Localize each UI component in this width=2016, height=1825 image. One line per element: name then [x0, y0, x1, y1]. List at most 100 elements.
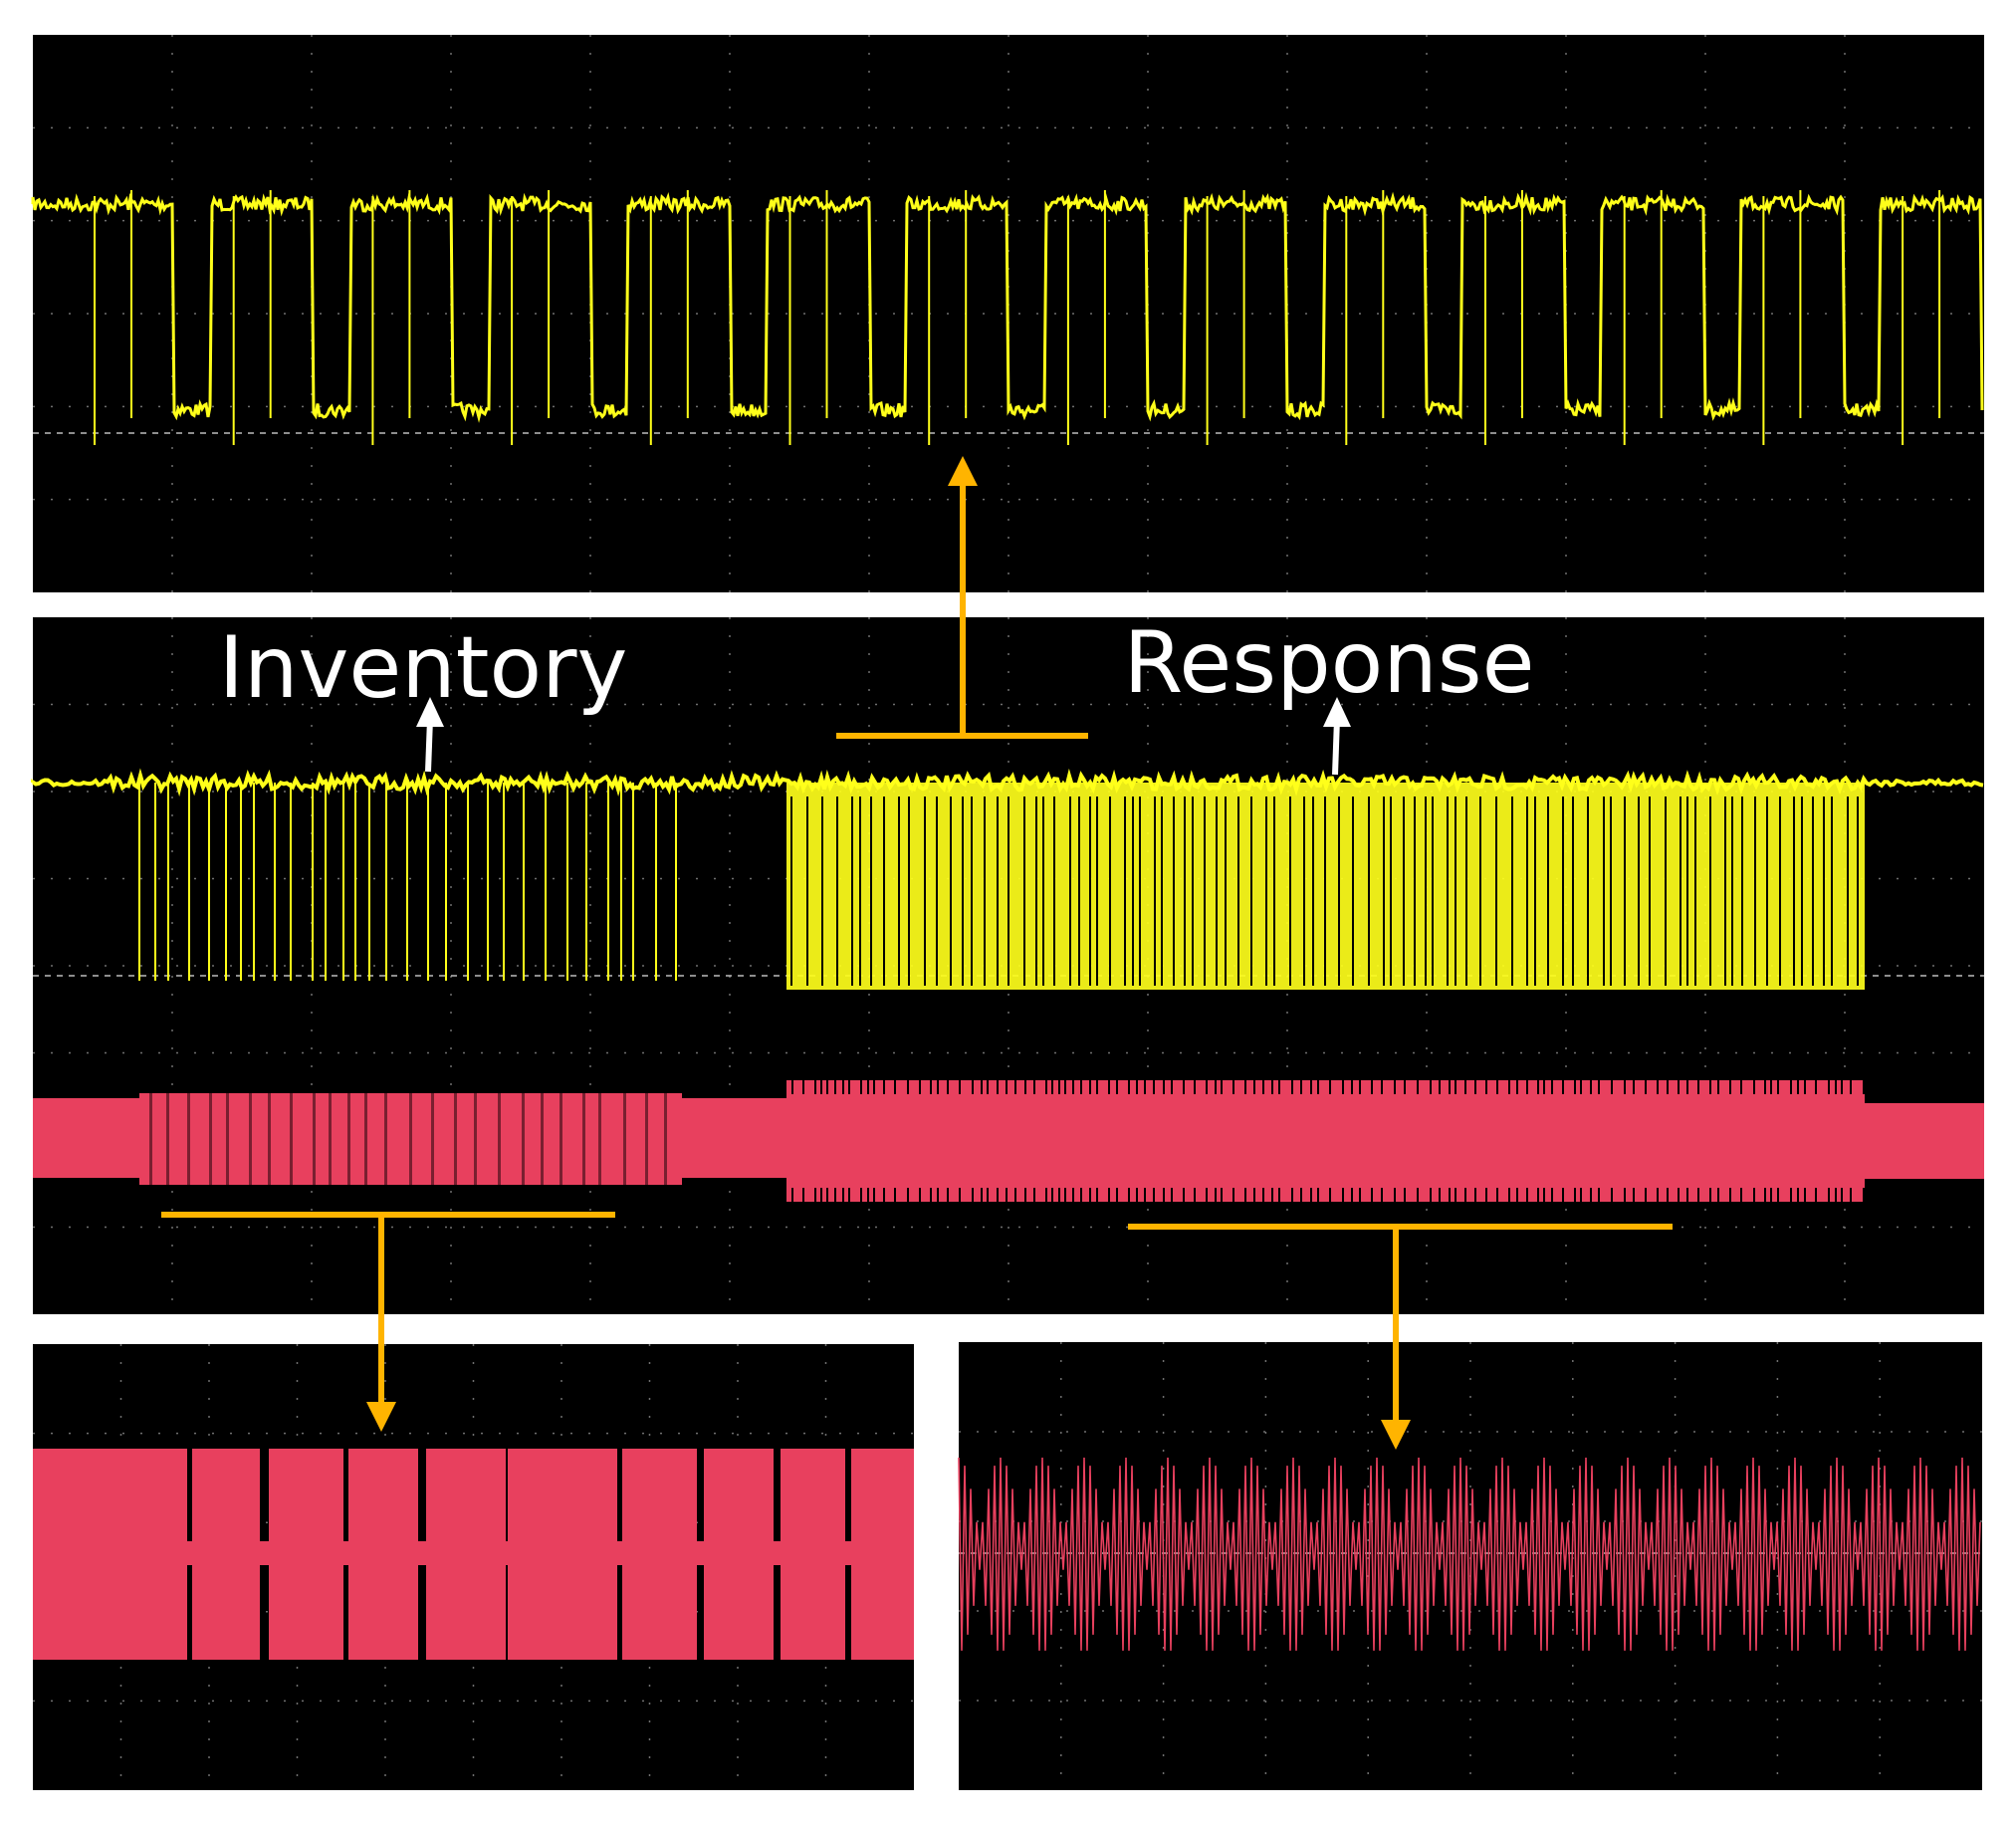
rf-modulation-top — [1590, 1080, 1592, 1094]
rf-modulation-top — [1006, 1080, 1008, 1094]
response-pointer-arrow — [1323, 697, 1351, 776]
rf-notch — [249, 1093, 252, 1185]
rf-modulation-bottom — [1072, 1188, 1074, 1202]
rf-modulation-top — [1678, 1080, 1680, 1094]
rf-modulation-bottom — [820, 1188, 822, 1202]
rf-modulation-top — [1633, 1080, 1635, 1094]
rf-modulation-bottom — [1089, 1188, 1091, 1202]
rf-modulation-bottom — [1598, 1188, 1600, 1202]
rf-modulation-top — [959, 1080, 961, 1094]
rf-modulation-bottom — [1310, 1188, 1312, 1202]
inventory-burst — [851, 1449, 914, 1660]
rf-modulation-top — [1262, 1080, 1264, 1094]
rf-modulation-top — [842, 1080, 844, 1094]
rf-modulation-top — [1014, 1080, 1016, 1094]
rf-modulation-bottom — [1033, 1188, 1035, 1202]
rf-modulation-bottom — [947, 1188, 949, 1202]
rf-modulation-bottom — [919, 1188, 921, 1202]
rf-modulation-top — [1543, 1080, 1545, 1094]
rf-modulation-bottom — [867, 1188, 869, 1202]
response-label: Response — [1123, 613, 1534, 713]
inventory-pointer-arrow — [416, 697, 444, 773]
rf-modulation-bottom — [1317, 1188, 1319, 1202]
main-panel: Inventory Response — [31, 613, 1984, 1314]
inventory-burst — [348, 1449, 418, 1660]
inventory-burst — [192, 1449, 260, 1660]
rf-modulation-bottom — [1351, 1188, 1353, 1202]
rf-envelope-response — [786, 1080, 1865, 1202]
rf-modulation-bottom — [1709, 1188, 1711, 1202]
rf-modulation-bottom — [1183, 1188, 1185, 1202]
rf-modulation-bottom — [1611, 1188, 1613, 1202]
rf-modulation-top — [1351, 1080, 1353, 1094]
rf-modulation-top — [1359, 1080, 1361, 1094]
rf-modulation-bottom — [1790, 1188, 1792, 1202]
rf-modulation-top — [1194, 1080, 1196, 1094]
rf-modulation-bottom — [1215, 1188, 1217, 1202]
rf-modulation-bottom — [873, 1188, 875, 1202]
rf-modulation-top — [1033, 1080, 1035, 1094]
rf-modulation-top — [1797, 1080, 1799, 1094]
main-rf-envelope-trace — [33, 1080, 1984, 1202]
rf-modulation-top — [1080, 1080, 1082, 1094]
rf-modulation-top — [1342, 1080, 1344, 1094]
rf-modulation-top — [1221, 1080, 1223, 1094]
rf-modulation-bottom — [937, 1188, 939, 1202]
top-zoom-panel — [31, 35, 1984, 592]
rf-modulation-top — [972, 1080, 974, 1094]
rf-modulation-top — [1574, 1080, 1576, 1094]
rf-modulation-top — [1439, 1080, 1441, 1094]
rf-modulation-top — [1051, 1080, 1053, 1094]
rf-modulation-bottom — [1645, 1188, 1647, 1202]
rf-modulation-bottom — [997, 1188, 999, 1202]
rf-modulation-bottom — [1394, 1188, 1396, 1202]
rf-modulation-top — [1394, 1080, 1396, 1094]
inventory-burst — [269, 1449, 343, 1660]
rf-modulation-bottom — [1740, 1188, 1742, 1202]
rf-modulation-bottom — [959, 1188, 961, 1202]
rf-notch — [329, 1093, 332, 1185]
rf-modulation-bottom — [1764, 1188, 1766, 1202]
rf-modulation-bottom — [1221, 1188, 1223, 1202]
rf-modulation-top — [860, 1080, 862, 1094]
rf-modulation-bottom — [907, 1188, 909, 1202]
rf-modulation-top — [1667, 1080, 1669, 1094]
rf-modulation-top — [1072, 1080, 1074, 1094]
rf-modulation-top — [1206, 1080, 1208, 1094]
rf-modulation-bottom — [834, 1188, 836, 1202]
rf-modulation-bottom — [1300, 1188, 1302, 1202]
rf-modulation-bottom — [1206, 1188, 1208, 1202]
rf-modulation-bottom — [1430, 1188, 1432, 1202]
rf-modulation-top — [1740, 1080, 1742, 1094]
rf-modulation-bottom — [1850, 1188, 1852, 1202]
rf-modulation-bottom — [1359, 1188, 1361, 1202]
rf-modulation-bottom — [1014, 1188, 1016, 1202]
rf-modulation-top — [814, 1080, 816, 1094]
rf-notch — [268, 1093, 271, 1185]
rf-modulation-top — [1753, 1080, 1755, 1094]
rf-notch — [623, 1093, 626, 1185]
rf-modulation-top — [997, 1080, 999, 1094]
rf-modulation-top — [981, 1080, 983, 1094]
rf-modulation-top — [907, 1080, 909, 1094]
rf-notch — [313, 1093, 316, 1185]
rf-modulation-bottom — [1697, 1188, 1699, 1202]
rf-modulation-top — [1496, 1080, 1498, 1094]
rf-modulation-top — [1171, 1080, 1173, 1094]
rf-modulation-top — [1729, 1080, 1731, 1094]
rf-modulation-top — [848, 1080, 850, 1094]
rf-modulation-top — [1485, 1080, 1487, 1094]
rf-modulation-bottom — [894, 1188, 896, 1202]
rf-modulation-bottom — [1633, 1188, 1635, 1202]
rf-modulation-top — [1777, 1080, 1779, 1094]
rf-modulation-top — [1045, 1080, 1047, 1094]
inventory-burst — [622, 1449, 697, 1660]
rf-modulation-bottom — [1543, 1188, 1545, 1202]
rf-modulation-top — [1244, 1080, 1246, 1094]
rf-modulation-top — [834, 1080, 836, 1094]
rf-modulation-bottom — [1342, 1188, 1344, 1202]
rf-notch — [364, 1093, 367, 1185]
rf-notch — [522, 1093, 525, 1185]
rf-modulation-top — [1464, 1080, 1466, 1094]
